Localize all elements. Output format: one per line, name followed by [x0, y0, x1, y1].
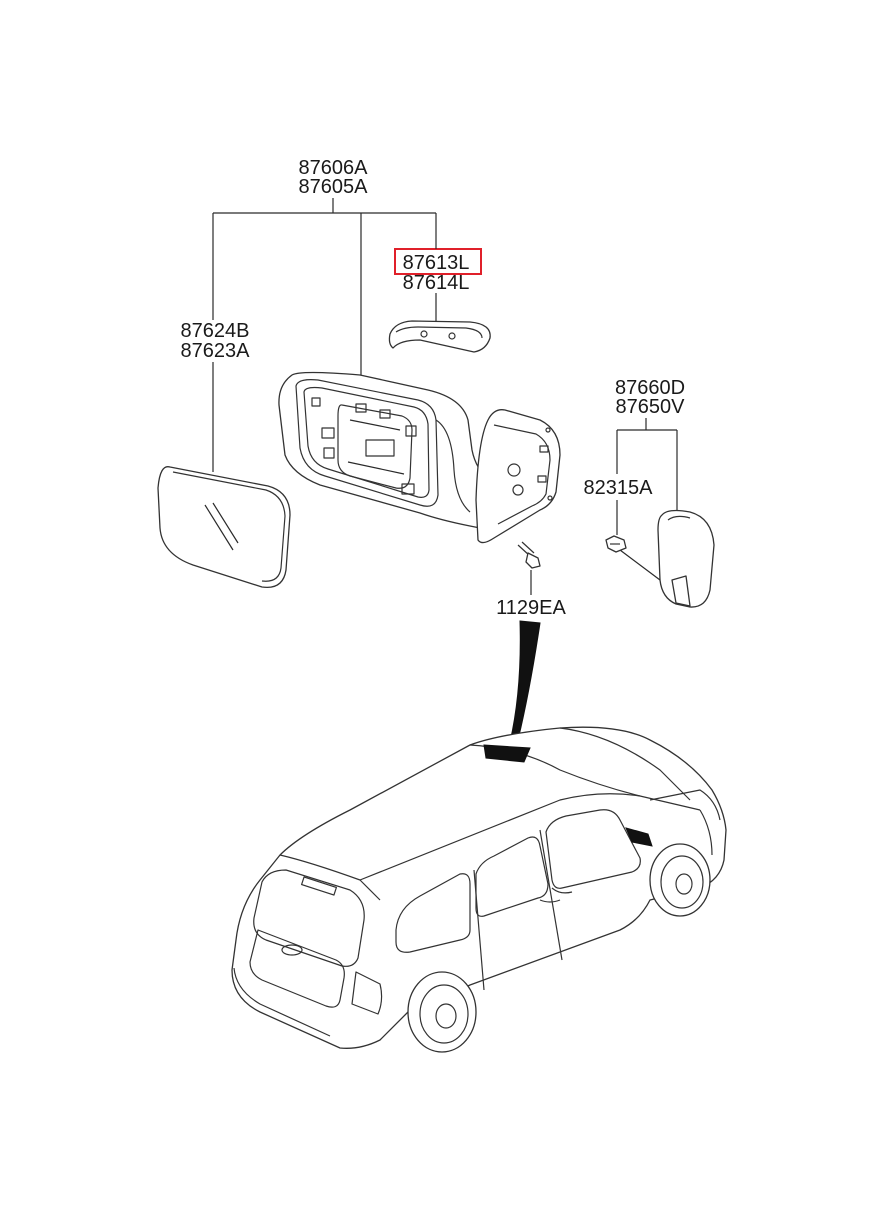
highlight-box: [394, 248, 482, 275]
label-87623A[interactable]: 87623A: [181, 340, 251, 362]
screw: [517, 541, 541, 569]
label-87650V[interactable]: 87650V: [616, 396, 686, 418]
label-87624B[interactable]: 87624B: [181, 320, 250, 342]
label-group-assembly: 87606A 87605A: [299, 157, 369, 198]
label-1129EA[interactable]: 1129EA: [496, 597, 566, 619]
label-group-cap: 87660D 87650V: [615, 377, 685, 418]
label-group-glass: 87624B 87623A: [181, 320, 251, 362]
label-87605A[interactable]: 87605A: [299, 176, 369, 198]
location-pointer: [509, 620, 541, 743]
label-87614L[interactable]: 87614L: [403, 272, 470, 294]
label-group-cover: 87613L 87614L: [394, 248, 482, 294]
vehicle-illustration: [231, 726, 727, 1053]
label-87660D[interactable]: 87660D: [615, 377, 685, 399]
mirror-cover-strip: [388, 320, 491, 353]
mirror-glass: [157, 466, 291, 589]
label-87606A[interactable]: 87606A: [299, 157, 369, 179]
front-wheel: [649, 843, 711, 917]
mirror-cap: [619, 509, 715, 608]
leader-lines: [212, 198, 678, 595]
label-82315A[interactable]: 82315A: [584, 477, 654, 499]
clip: [605, 535, 627, 553]
mirror-housing: [278, 371, 561, 544]
rear-wheel: [407, 971, 477, 1053]
label-87613L[interactable]: 87613L: [403, 252, 470, 274]
